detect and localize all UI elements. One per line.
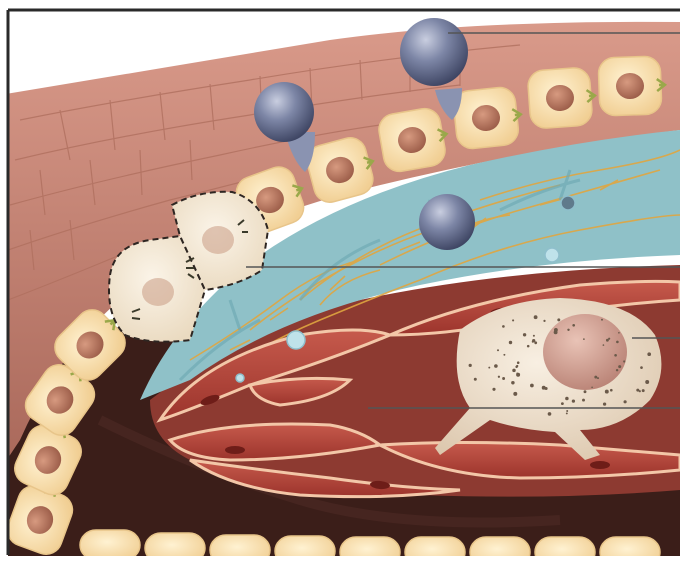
granule [497, 349, 499, 351]
granule [512, 319, 514, 321]
granule [616, 341, 619, 344]
granule [616, 369, 618, 371]
granule [511, 381, 514, 384]
granule [517, 361, 520, 364]
granule [601, 319, 603, 321]
granule [542, 386, 546, 390]
granule [502, 377, 505, 380]
lining-cell [80, 530, 140, 560]
granule [548, 412, 552, 416]
granule [530, 384, 534, 388]
granule [642, 389, 645, 392]
granule [623, 360, 625, 362]
granule [624, 400, 627, 403]
granule [474, 378, 477, 381]
granule [565, 397, 569, 401]
granule [498, 376, 500, 378]
granule [469, 364, 472, 367]
granule [597, 377, 599, 379]
granule [603, 402, 606, 405]
granule [618, 365, 621, 368]
granule [614, 354, 617, 357]
granule [503, 354, 505, 356]
granule [572, 324, 575, 327]
granule [516, 373, 520, 377]
granule [488, 367, 490, 369]
granule [566, 410, 568, 412]
granule [512, 369, 516, 373]
granule [502, 325, 505, 328]
granule [523, 333, 526, 336]
granule [494, 364, 498, 368]
granule [645, 380, 649, 384]
lining-cell [527, 67, 597, 129]
granule [515, 366, 517, 368]
granule [603, 344, 605, 346]
granule [532, 339, 535, 342]
granule [567, 329, 569, 331]
granule [606, 339, 609, 342]
granule [647, 352, 651, 356]
granule [557, 318, 560, 321]
granule [582, 399, 585, 402]
granule [543, 320, 545, 322]
granule [533, 335, 535, 337]
granule [610, 389, 613, 392]
granule [492, 388, 495, 391]
large-cell-nucleus [543, 314, 627, 390]
granule [561, 402, 564, 405]
granule [605, 390, 609, 394]
granule [640, 366, 643, 369]
granule [572, 399, 575, 402]
granule [584, 390, 587, 393]
granule [566, 412, 568, 414]
granule [554, 328, 558, 332]
granule [591, 387, 593, 389]
granule [509, 341, 512, 344]
lining-cell [452, 86, 524, 151]
lining-cell [598, 56, 666, 116]
granule [534, 315, 538, 319]
granule [639, 390, 641, 392]
granule [583, 338, 585, 340]
granule [618, 332, 620, 334]
granule [513, 392, 517, 396]
granule [527, 345, 530, 348]
granule [594, 376, 597, 379]
